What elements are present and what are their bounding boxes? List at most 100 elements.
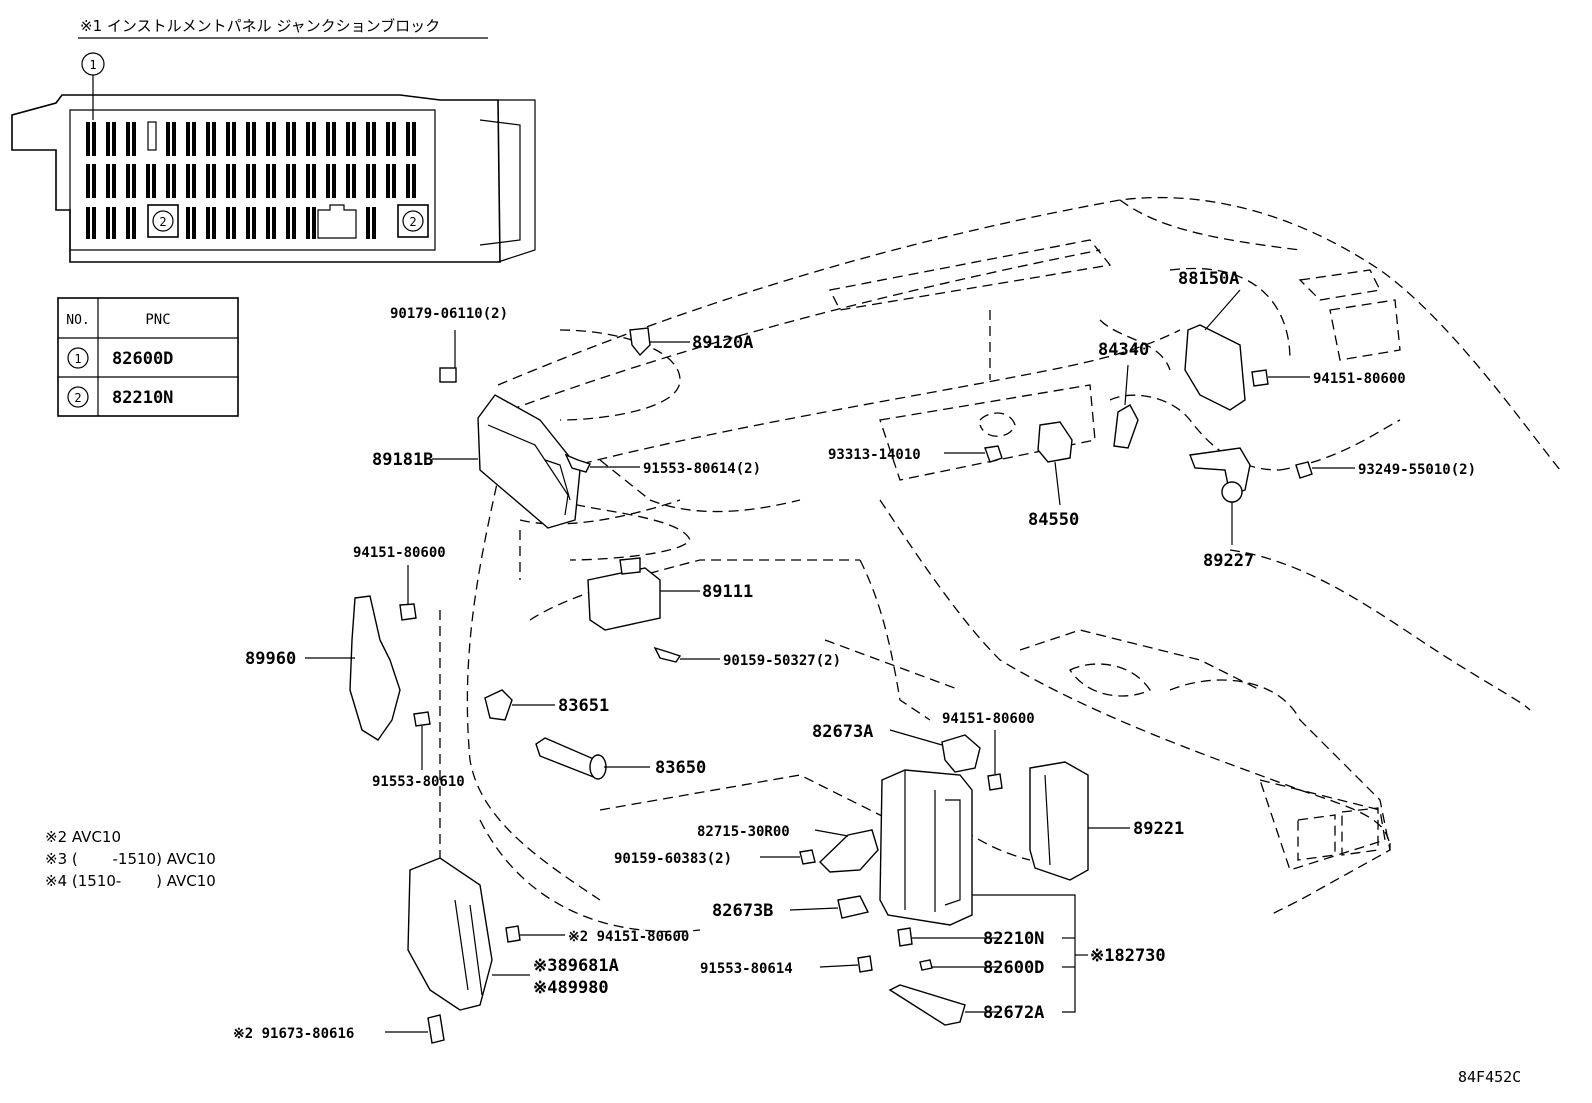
fuse-cell xyxy=(92,207,96,239)
label-89227: 89227 xyxy=(1203,551,1254,571)
fuse-cell xyxy=(306,164,310,198)
connector-slot xyxy=(317,204,357,239)
fuse-cell xyxy=(166,122,170,156)
callout-1-text: 1 xyxy=(89,58,96,72)
dashboard-outline xyxy=(439,196,1561,933)
module-89221 xyxy=(1029,761,1089,881)
fuse-cell xyxy=(312,122,316,156)
fuse-cell xyxy=(92,164,96,198)
clip-90179 xyxy=(439,367,457,383)
bolt-91553-80614 xyxy=(857,955,873,973)
fuse-cell xyxy=(166,164,170,198)
fuse-cell xyxy=(272,164,276,198)
fuse-cell xyxy=(412,164,416,198)
fuse-cell xyxy=(292,207,296,239)
fuse-cell xyxy=(232,164,236,198)
label-90179-06110: 90179-06110(2) xyxy=(390,306,508,322)
fuse-cell xyxy=(232,207,236,239)
fuse-cell xyxy=(152,164,156,198)
fuse-cell xyxy=(246,164,250,198)
fuse-cell xyxy=(86,164,90,198)
label-84340: 84340 xyxy=(1098,340,1149,360)
fuse-cell xyxy=(312,164,316,198)
fuse-cell xyxy=(272,122,276,156)
fuse-cell xyxy=(252,122,256,156)
fuse-cell xyxy=(126,122,130,156)
label-89181b: 89181B xyxy=(372,450,433,470)
fuse-cell xyxy=(132,164,136,198)
inset-title: ※1 インストルメントパネル ジャンクションブロック xyxy=(80,17,440,35)
fuse-cell xyxy=(306,207,310,239)
fuse-cell xyxy=(86,122,90,156)
label-94151-80600-left: 94151-80600 xyxy=(353,545,446,561)
label-83651: 83651 xyxy=(558,696,609,716)
junction-block-inset: ※1 インストルメントパネル ジャンクションブロック 1 2 2 xyxy=(11,17,536,263)
fuse-cell xyxy=(246,207,250,239)
part-sketches xyxy=(349,324,1313,1044)
fuse-cell xyxy=(132,207,136,239)
fuse-cell xyxy=(186,122,190,156)
fuse-cell xyxy=(112,207,116,239)
nut-94151-mid xyxy=(987,773,1003,791)
note-3: ※3 ( -1510) AVC10 xyxy=(45,850,216,868)
label-89960: 89960 xyxy=(245,649,296,669)
fuse-cell xyxy=(252,164,256,198)
fuse-cell xyxy=(326,122,330,156)
fuse-cell xyxy=(332,122,336,156)
fuse-cell xyxy=(226,122,230,156)
bracket-82715 xyxy=(819,829,879,873)
label-89120a: 89120A xyxy=(692,333,753,353)
fuse-cell xyxy=(372,207,376,239)
bolt-90159-50327 xyxy=(653,646,682,663)
nut-94151-right xyxy=(1251,369,1269,387)
fuse-cell xyxy=(306,122,310,156)
fuse-cell xyxy=(386,122,390,156)
fuse-cell xyxy=(186,207,190,239)
label-89980: ※489980 xyxy=(533,978,609,998)
fuse-cell xyxy=(232,122,236,156)
pnc-row-1-pnc: 82600D xyxy=(112,349,173,369)
callout-2-left xyxy=(152,210,174,232)
bolt-93249 xyxy=(1295,461,1313,479)
label-94151-80600-mid: 94151-80600 xyxy=(942,711,1035,727)
module-89111 xyxy=(587,567,661,631)
pnc-row-2-pnc: 82210N xyxy=(112,388,173,408)
label-91553-80614: 91553-80614 xyxy=(700,961,793,977)
fuse-cell xyxy=(366,164,370,198)
ecu-module-89181b xyxy=(477,394,581,529)
nut-94151-left xyxy=(399,603,417,621)
label-93249-55010: 93249-55010(2) xyxy=(1358,462,1476,478)
pnc-table-header-no: NO. xyxy=(66,313,89,328)
bracket-88150a xyxy=(1184,324,1246,411)
fuse-cell xyxy=(172,164,176,198)
fuse-cell xyxy=(226,164,230,198)
label-91673-80616: ※2 91673-80616 xyxy=(233,1026,354,1042)
fuse-cell xyxy=(412,122,416,156)
fuse-cell xyxy=(206,164,210,198)
label-93313-14010: 93313-14010 xyxy=(828,447,921,463)
relay-slot-left xyxy=(147,204,179,238)
label-90159-50327: 90159-50327(2) xyxy=(723,653,841,669)
fuse-cell xyxy=(212,207,216,239)
fuse-cell xyxy=(366,122,370,156)
label-89681a: ※389681A xyxy=(533,956,619,976)
label-82673a: 82673A xyxy=(812,722,873,742)
fuse-cell xyxy=(266,207,270,239)
part-labels: 90179-06110(2) 89120A 89181B 91553-80614… xyxy=(233,269,1476,1042)
fuse-cell xyxy=(86,207,90,239)
label-82210n: 82210N xyxy=(983,929,1044,949)
fuse-cell xyxy=(226,207,230,239)
label-89221: 89221 xyxy=(1133,819,1184,839)
fuse-cell xyxy=(112,164,116,198)
fuse-cell xyxy=(312,207,316,239)
label-89111: 89111 xyxy=(702,582,753,602)
pnc-table-header-pnc: PNC xyxy=(145,312,170,328)
fuse-cell xyxy=(112,122,116,156)
module-89681a xyxy=(407,857,493,1011)
pnc-table: NO. PNC 1 82600D 2 82210N xyxy=(57,297,239,417)
fuse-cell xyxy=(292,122,296,156)
callout-2-right-text: 2 xyxy=(409,215,416,229)
fuse-cell xyxy=(406,122,410,156)
fuse-cell xyxy=(352,164,356,198)
label-94151-80600-bottom: ※2 94151-80600 xyxy=(568,929,689,945)
